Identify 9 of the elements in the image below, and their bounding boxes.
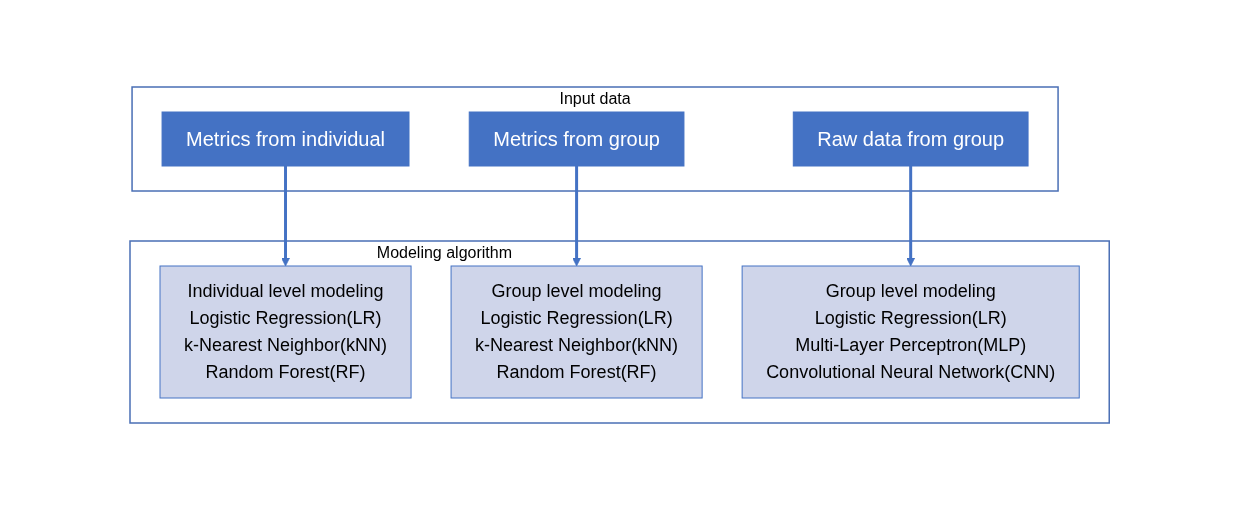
arrow bbox=[906, 166, 915, 267]
node-box: Group level modeling Logistic Regression(LR) Multi-Layer Perceptron(MLP) Convolutional Neural Network(CNN) bbox=[741, 265, 1080, 399]
arrow bbox=[572, 166, 581, 267]
node-box: Individual level modeling Logistic Regression(LR) k-Nearest Neighbor(kNN) Random Forest(RF) bbox=[159, 265, 412, 399]
node-box: Metrics from group bbox=[468, 111, 685, 167]
node-box: Metrics from individual bbox=[161, 111, 410, 167]
node-box: Raw data from group bbox=[792, 111, 1029, 167]
arrow bbox=[281, 166, 290, 267]
node-box: Group level modeling Logistic Regression(LR) k-Nearest Neighbor(kNN) Random Forest(RF) bbox=[450, 265, 703, 399]
